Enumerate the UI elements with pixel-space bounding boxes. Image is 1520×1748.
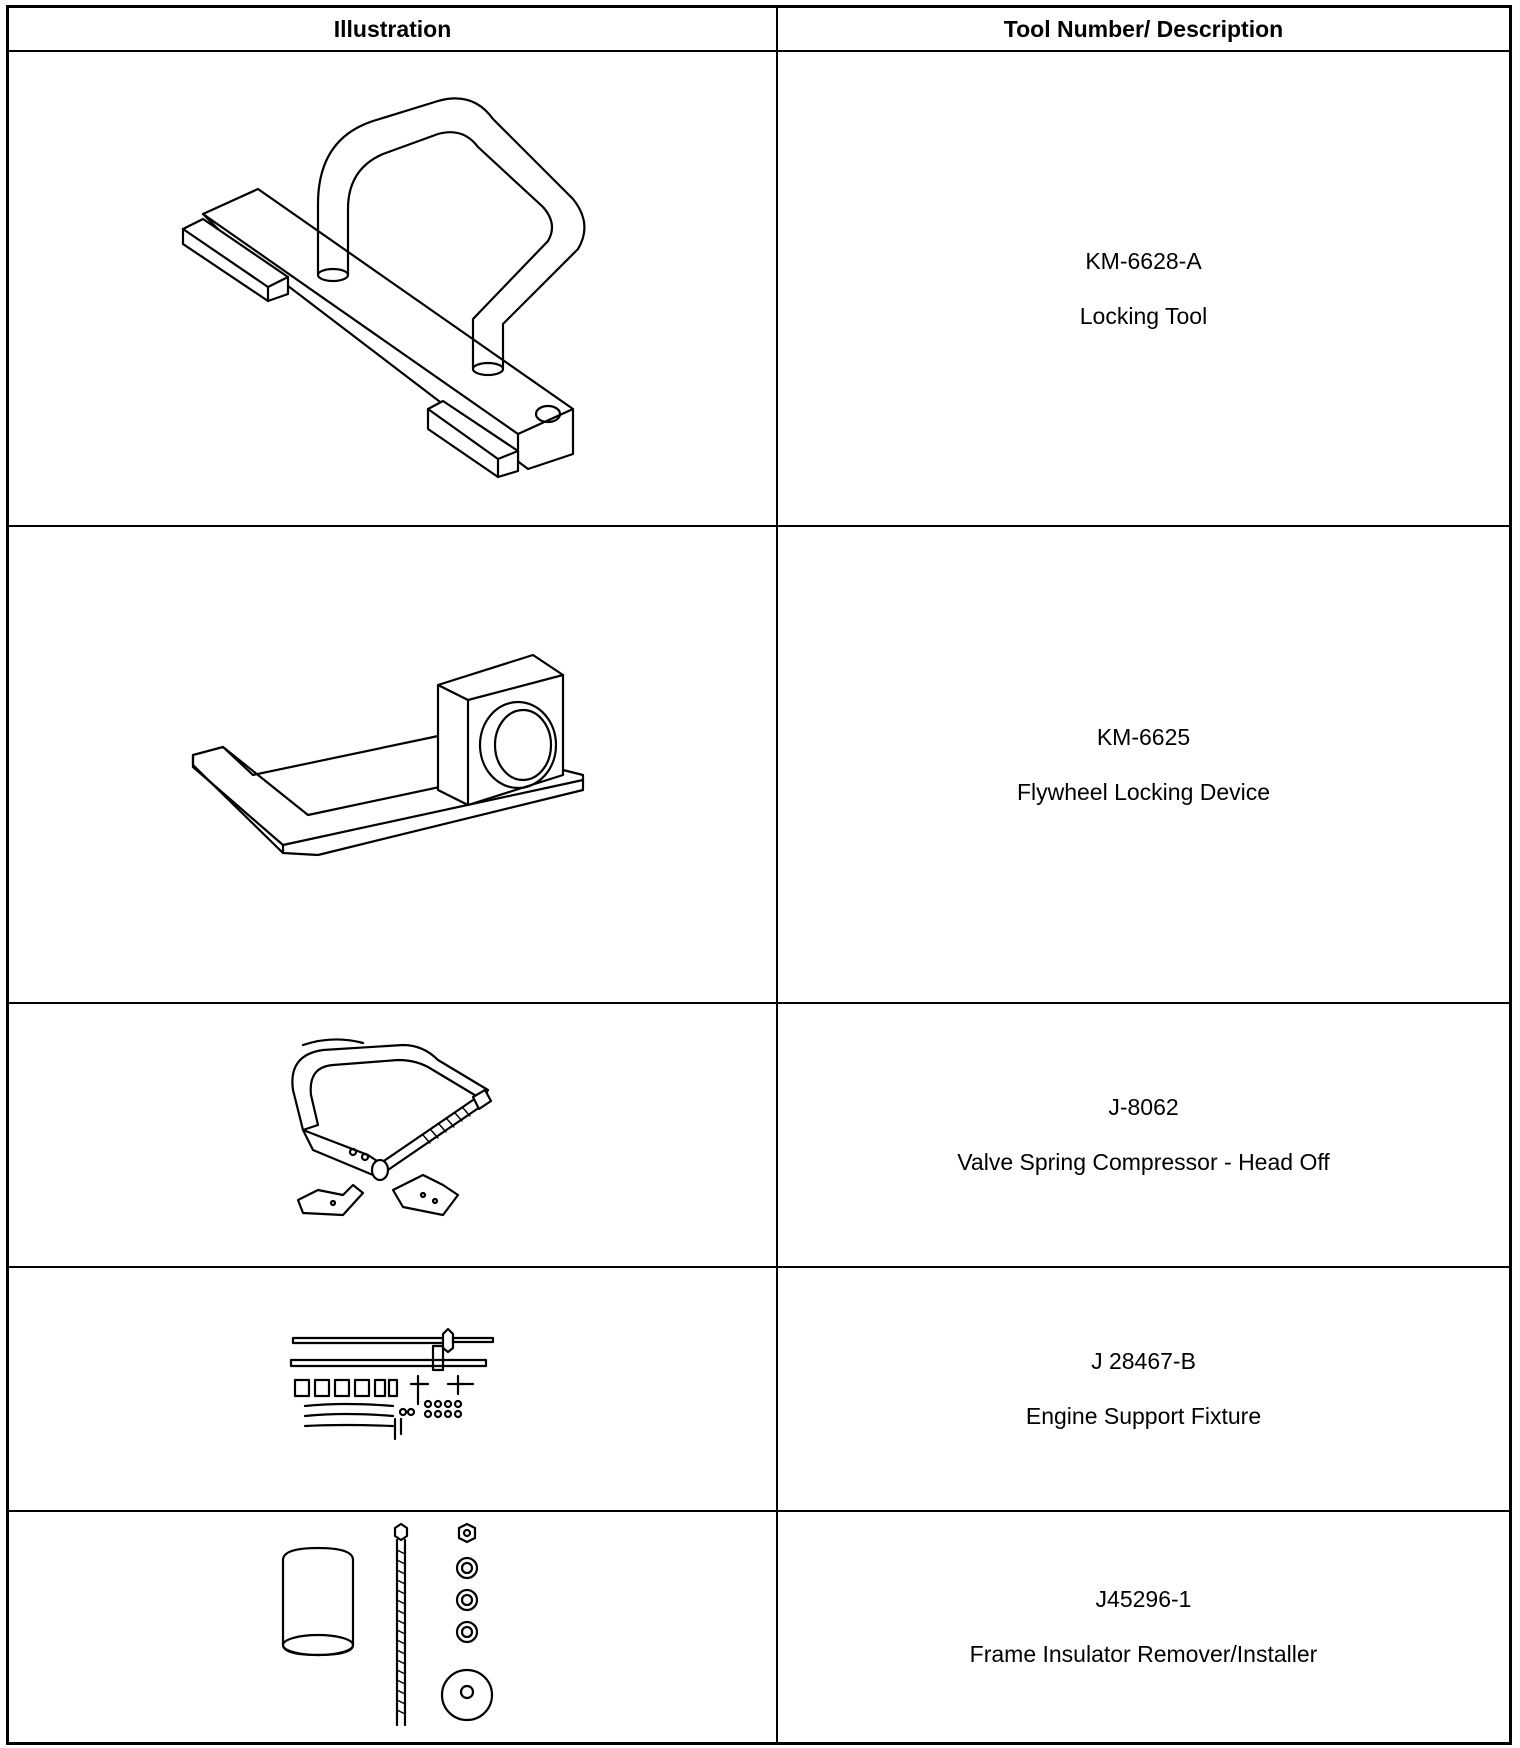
description-cell: J-8062 Valve Spring Compressor - Head Of… — [778, 1004, 1509, 1266]
header-illustration: Illustration — [333, 15, 452, 42]
description-cell: KM-6628-A Locking Tool — [778, 52, 1509, 525]
tool-description: Engine Support Fixture — [1025, 1403, 1262, 1429]
illustration-cell — [9, 1512, 778, 1742]
tool-number: KM-6625 — [1096, 723, 1191, 750]
table-row: KM-6628-A Locking Tool — [9, 52, 1509, 527]
tool-description: Valve Spring Compressor - Head Off — [957, 1149, 1330, 1175]
frame-insulator-remover-illustration — [281, 1522, 493, 1726]
header-description: Tool Number/ Description — [1003, 15, 1284, 42]
tool-number: KM-6628-A — [1085, 247, 1202, 274]
header-description-cell: Tool Number/ Description — [778, 8, 1509, 50]
header-illustration-cell: Illustration — [9, 8, 778, 50]
tool-number: J 28467-B — [1091, 1348, 1196, 1374]
table-header-row: Illustration Tool Number/ Description — [9, 8, 1509, 52]
flywheel-locking-device-illustration — [191, 653, 584, 856]
engine-support-fixture-illustration — [289, 1327, 494, 1441]
description-cell: KM-6625 Flywheel Locking Device — [778, 527, 1509, 1002]
valve-spring-compressor-illustration — [290, 1038, 492, 1217]
tool-table: Illustration Tool Number/ Description — [6, 5, 1512, 1745]
tool-description: Flywheel Locking Device — [1016, 778, 1271, 805]
tool-number: J-8062 — [1108, 1094, 1179, 1120]
table-row: KM-6625 Flywheel Locking Device — [9, 527, 1509, 1004]
table-row: J 28467-B Engine Support Fixture — [9, 1268, 1509, 1512]
illustration-cell — [9, 527, 778, 1002]
illustration-cell — [9, 52, 778, 525]
illustration-cell — [9, 1004, 778, 1266]
table-row: J-8062 Valve Spring Compressor - Head Of… — [9, 1004, 1509, 1268]
description-cell: J 28467-B Engine Support Fixture — [778, 1268, 1509, 1510]
locking-tool-illustration — [181, 96, 585, 478]
tool-description: Frame Insulator Remover/Installer — [969, 1641, 1318, 1667]
illustration-cell — [9, 1268, 778, 1510]
description-cell: J45296-1 Frame Insulator Remover/Install… — [778, 1512, 1509, 1742]
tool-number: J45296-1 — [1095, 1586, 1192, 1612]
tool-description: Locking Tool — [1079, 302, 1208, 329]
table-row: J45296-1 Frame Insulator Remover/Install… — [9, 1512, 1509, 1742]
